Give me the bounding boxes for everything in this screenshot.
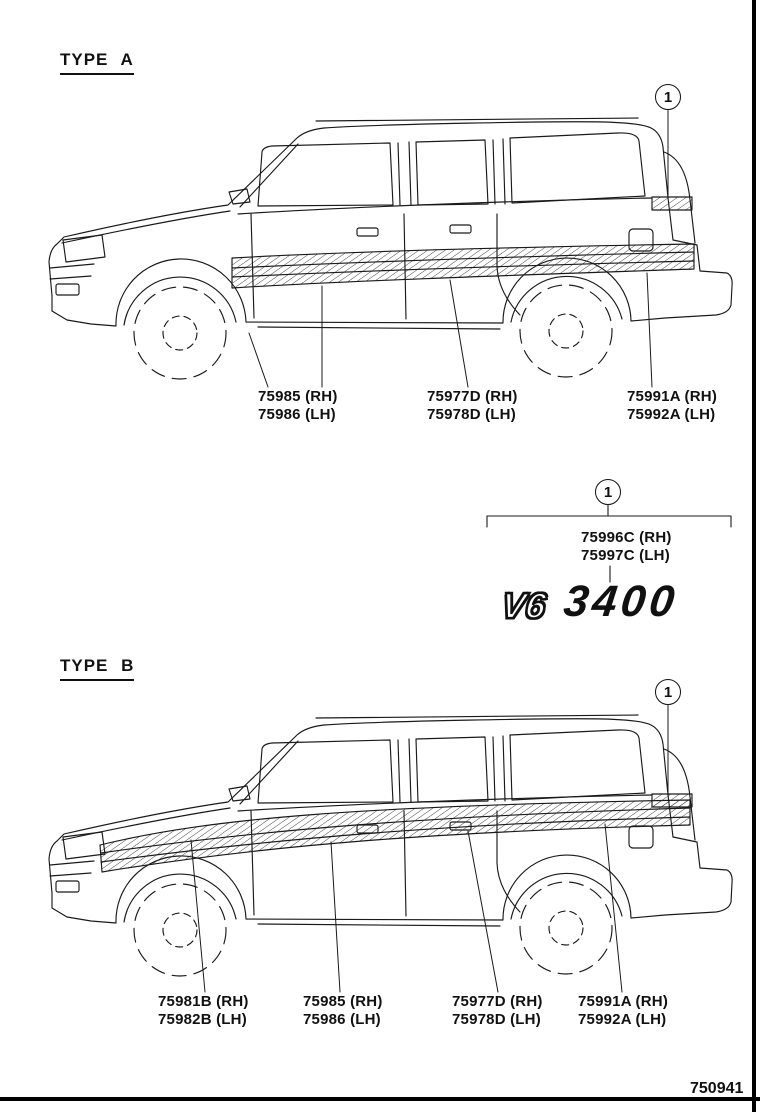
page-border-right [752,0,756,1112]
part-label-type-a-door-stripe: 75985 (RH) 75986 (LH) [258,388,338,424]
part-label-type-b-door-stripe: 75985 (RH) 75986 (LH) [303,993,383,1029]
part-number-rh: 75981B (RH) [158,993,249,1010]
part-number-lh: 75986 (LH) [258,406,336,423]
callout-1-type-a: 1 [655,84,681,110]
type-b-rear-quarter-decal [651,793,693,808]
page-border-bottom [0,1097,760,1101]
type-b-heading: TYPE B [60,656,135,681]
type-a-rear-quarter-decal [651,196,693,211]
part-number-lh: 75997C (LH) [581,547,670,564]
part-label-type-a-quarter-stripe: 75991A (RH) 75992A (LH) [627,388,717,424]
part-number-lh: 75992A (LH) [578,1011,667,1028]
part-number-lh: 75982B (LH) [158,1011,247,1028]
part-label-type-b-rear-door-stripe: 75977D (RH) 75978D (LH) [452,993,543,1029]
part-label-type-a-rear-door-stripe: 75977D (RH) 75978D (LH) [427,388,518,424]
callout-1-emblem: 1 [595,479,621,505]
part-number-rh: 75991A (RH) [627,388,718,405]
v6-badge-text: V6 [498,584,549,627]
part-label-emblem: 75996C (RH) 75997C (LH) [581,529,672,565]
type-a-heading: TYPE A [60,50,134,75]
part-number-rh: 75996C (RH) [581,529,672,546]
type-b-leader-lines [190,704,669,993]
figure-number: 750941 [690,1080,744,1097]
emblem-bracket-lines [486,504,732,583]
part-label-type-b-quarter-stripe: 75991A (RH) 75992A (LH) [578,993,668,1029]
type-a-leader-lines [248,109,669,388]
part-number-rh: 75977D (RH) [427,388,518,405]
part-number-rh: 75977D (RH) [452,993,543,1010]
part-number-lh: 75978D (LH) [452,1011,541,1028]
part-number-rh: 75985 (RH) [258,388,338,405]
type-b-stripe-decals [99,793,693,873]
part-label-type-b-fender-stripe: 75981B (RH) 75982B (LH) [158,993,249,1029]
part-number-lh: 75992A (LH) [627,406,716,423]
v6-3400-badge: V6 3400 [498,577,682,627]
displacement-badge-text: 3400 [561,577,682,626]
part-number-lh: 75978D (LH) [427,406,516,423]
part-number-lh: 75986 (LH) [303,1011,381,1028]
part-number-rh: 75991A (RH) [578,993,669,1010]
callout-1-type-b: 1 [655,679,681,705]
type-a-stripe-decals [231,196,695,289]
part-number-rh: 75985 (RH) [303,993,383,1010]
